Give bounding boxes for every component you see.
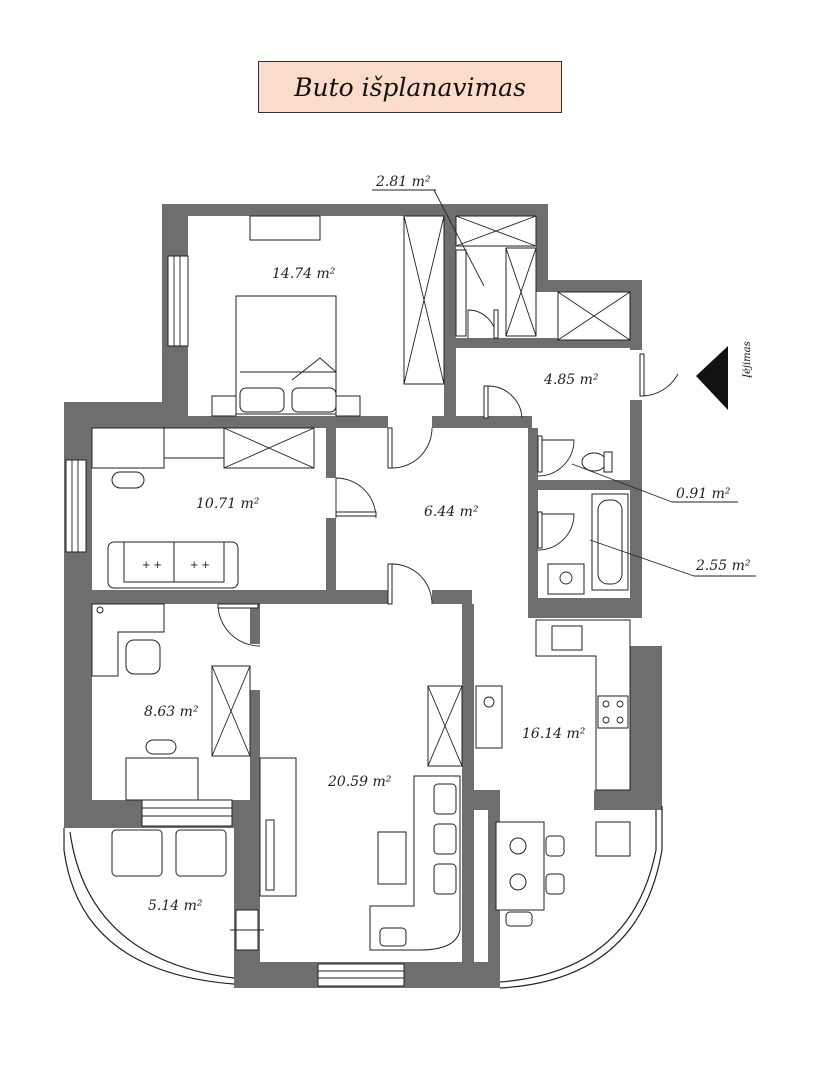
tv-unit: [259, 757, 297, 897]
table-icon: [495, 821, 565, 927]
wardrobe-wall: [455, 249, 467, 337]
room-area-office: 8.63 m²: [144, 704, 199, 720]
balcony-outline: [63, 806, 663, 989]
toilet-icon: [581, 451, 613, 473]
room-area-wc: 0.91 m²: [676, 486, 731, 502]
room-area-balcony: 5.14 m²: [148, 898, 203, 914]
bathtub-icon: [591, 493, 629, 591]
chair-icon: [111, 829, 227, 877]
room-area-corridor: 6.44 m²: [424, 504, 479, 520]
windows: [65, 255, 405, 987]
room-area-living-main: 20.59 m²: [327, 774, 392, 790]
room-area-kitchen: 16.14 m²: [522, 726, 586, 742]
wardrobe-icon: [403, 215, 631, 385]
bath-sink: [547, 563, 585, 595]
room-area-living-left: 10.71 m²: [196, 496, 260, 512]
dresser: [249, 215, 321, 241]
sink-icon: [551, 625, 583, 651]
desk-icon: [91, 603, 251, 801]
leader-lines: [372, 189, 756, 577]
entrance-label: Įėjimas: [742, 341, 753, 378]
svg-text:+ +: + +: [190, 560, 210, 571]
doors: [217, 309, 679, 647]
desk-shelf: [91, 427, 315, 489]
sofa-icon: + + + +: [107, 541, 239, 589]
entrance-arrow-icon: [696, 346, 728, 410]
room-labels: 14.74 m² 2.81 m² 4.85 m² 0.91 m² 2.55 m²…: [144, 174, 751, 914]
plan-title: Buto išplanavimas: [258, 61, 562, 113]
room-area-hall-entry: 4.85 m²: [543, 372, 599, 388]
room-area-bathroom: 2.55 m²: [695, 558, 751, 574]
fridge: [475, 685, 503, 749]
svg-text:+ +: + +: [142, 560, 162, 571]
room-area-bedroom: 14.74 m²: [272, 266, 336, 282]
corner-sofa-icon: [369, 775, 461, 951]
room-area-wardrobe: 2.81 m²: [375, 174, 431, 190]
stove-icon: [597, 695, 629, 729]
kitchen-counter: [535, 619, 631, 857]
bed-icon: [211, 295, 361, 417]
coffee-table: [377, 831, 407, 885]
